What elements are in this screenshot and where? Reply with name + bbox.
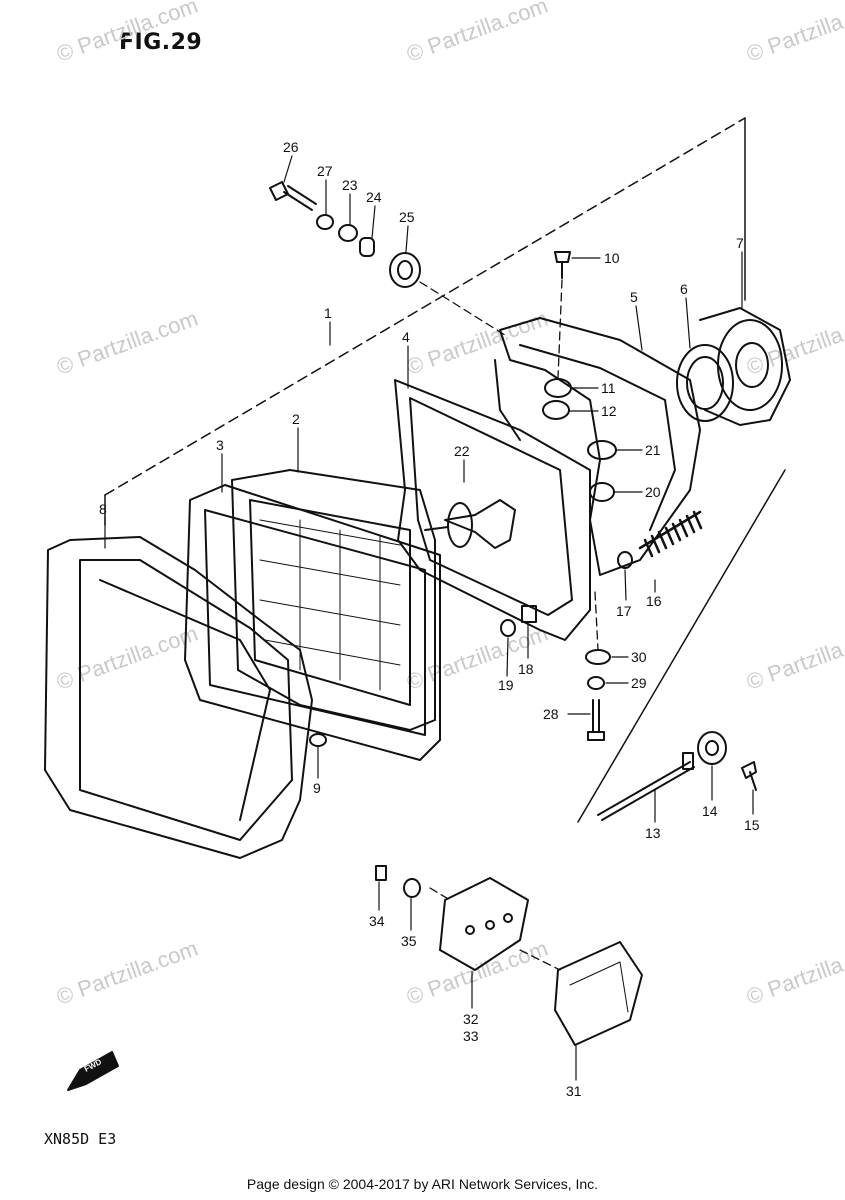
watermark-group: © Partzilla.com © Partzilla.com © Partzi… [53,0,845,1010]
watermark: © Partzilla.com [743,936,845,1010]
callout-label: 10 [604,250,620,266]
sealed-beam-unit [231,469,436,731]
callout-label: 33 [463,1028,479,1044]
callout-label: 24 [366,189,382,205]
watermark: © Partzilla.com [743,0,845,67]
callout-label: 4 [402,329,410,345]
forward-arrow: FWD [67,1051,119,1091]
watermark: © Partzilla.com [403,306,551,380]
assembly-bracket-lines [104,117,786,823]
watermark: © Partzilla.com [743,306,845,380]
callout-label: 17 [616,603,632,619]
callout-label: 14 [702,803,718,819]
callout-label: 32 [463,1011,479,1027]
callout-label: 8 [99,501,107,517]
callout-label: 6 [680,281,688,297]
callout-label: 9 [313,780,321,796]
callout-label: 16 [646,593,662,609]
watermark: © Partzilla.com [53,306,201,380]
page-footer: Page design © 2004-2017 by ARI Network S… [246,1176,599,1192]
figure-title: FIG.29 [119,30,203,55]
callout-label: 26 [283,139,299,155]
adjust-spring [638,510,703,558]
callout-label: 5 [630,289,638,305]
callout-label: 7 [736,235,744,251]
leader-lines [104,155,754,1081]
callout-label: 1 [324,305,332,321]
callout-labels: 1 2 3 4 5 6 7 8 9 10 11 12 13 14 15 16 1… [99,139,760,1099]
callout-label: 25 [399,209,415,225]
callout-label: 12 [601,403,617,419]
callout-label: 27 [317,163,333,179]
callout-label: 19 [498,677,514,693]
callout-label: 2 [292,411,300,427]
callout-label: 3 [216,437,224,453]
callout-label: 31 [566,1083,582,1099]
callout-label: 20 [645,484,661,500]
reflector [554,941,643,1046]
callout-label: 11 [601,380,616,396]
callout-label: 30 [631,649,647,665]
watermark: © Partzilla.com [403,0,551,67]
reflector-base [439,877,529,971]
model-code: XN85D E3 [44,1130,117,1148]
callout-label: 28 [543,706,559,722]
lens-frame [184,484,441,761]
rear-cover [699,307,791,426]
callout-label: 22 [454,443,470,459]
socket-ring [676,344,734,422]
callout-label: 13 [645,825,661,841]
watermark: © Partzilla.com [53,0,201,67]
watermark: © Partzilla.com [53,936,201,1010]
headlight-rim [44,536,313,859]
callout-label: 35 [401,933,417,949]
watermark: © Partzilla.com [403,936,551,1010]
alignment-lines [419,279,599,971]
mounting-frame [394,379,591,641]
watermark: © Partzilla.com [53,621,201,695]
callout-label: 15 [744,817,760,833]
callout-label: 34 [369,913,385,929]
watermark: © Partzilla.com [743,621,845,695]
bulb [424,499,516,549]
headlight-case [494,317,701,576]
callout-label: 18 [518,661,534,677]
callout-label: 29 [631,675,647,691]
callout-label: 21 [645,442,661,458]
callout-label: 23 [342,177,358,193]
